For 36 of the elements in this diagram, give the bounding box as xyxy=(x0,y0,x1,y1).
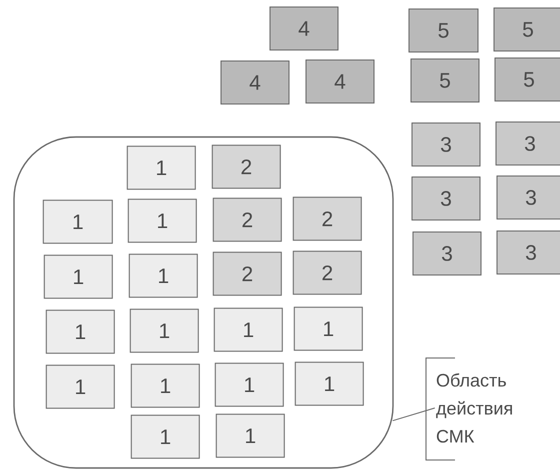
numbered-box: 1 xyxy=(126,146,196,190)
numbered-box: 1 xyxy=(128,254,198,298)
numbered-box: 3 xyxy=(412,176,480,220)
numbered-box: 1 xyxy=(46,310,115,354)
numbered-box: 1 xyxy=(130,364,200,408)
numbered-box: 5 xyxy=(494,8,560,52)
numbered-box: 3 xyxy=(412,232,482,276)
numbered-box: 3 xyxy=(412,122,480,166)
numbered-box: 3 xyxy=(496,122,560,166)
numbered-box: 2 xyxy=(212,198,282,242)
numbered-box: 1 xyxy=(44,254,113,299)
numbered-box: 1 xyxy=(42,200,113,244)
region-outline xyxy=(13,136,394,469)
numbered-box: 5 xyxy=(408,8,478,52)
leader-line xyxy=(392,408,436,422)
numbered-box: 1 xyxy=(130,308,199,353)
numbered-box: 2 xyxy=(212,252,282,296)
numbered-box: 1 xyxy=(214,362,284,407)
numbered-box: 1 xyxy=(294,362,364,406)
numbered-box: 4 xyxy=(270,6,338,50)
numbered-box: 3 xyxy=(496,230,560,274)
region-label: Область действия СМК xyxy=(436,373,512,443)
numbered-box: 1 xyxy=(294,306,363,351)
numbered-box: 5 xyxy=(410,58,480,102)
numbered-box: 5 xyxy=(494,58,560,102)
numbered-box: 1 xyxy=(216,414,285,458)
numbered-box: 1 xyxy=(128,198,197,243)
numbered-box: 1 xyxy=(214,308,283,352)
numbered-box: 2 xyxy=(212,144,281,189)
numbered-box: 1 xyxy=(130,414,200,459)
numbered-box: 2 xyxy=(292,196,362,241)
numbered-box: 4 xyxy=(220,60,290,104)
numbered-box: 1 xyxy=(46,364,115,409)
numbered-box: 3 xyxy=(496,176,560,220)
numbered-box: 4 xyxy=(306,60,374,104)
numbered-box: 2 xyxy=(292,250,362,295)
